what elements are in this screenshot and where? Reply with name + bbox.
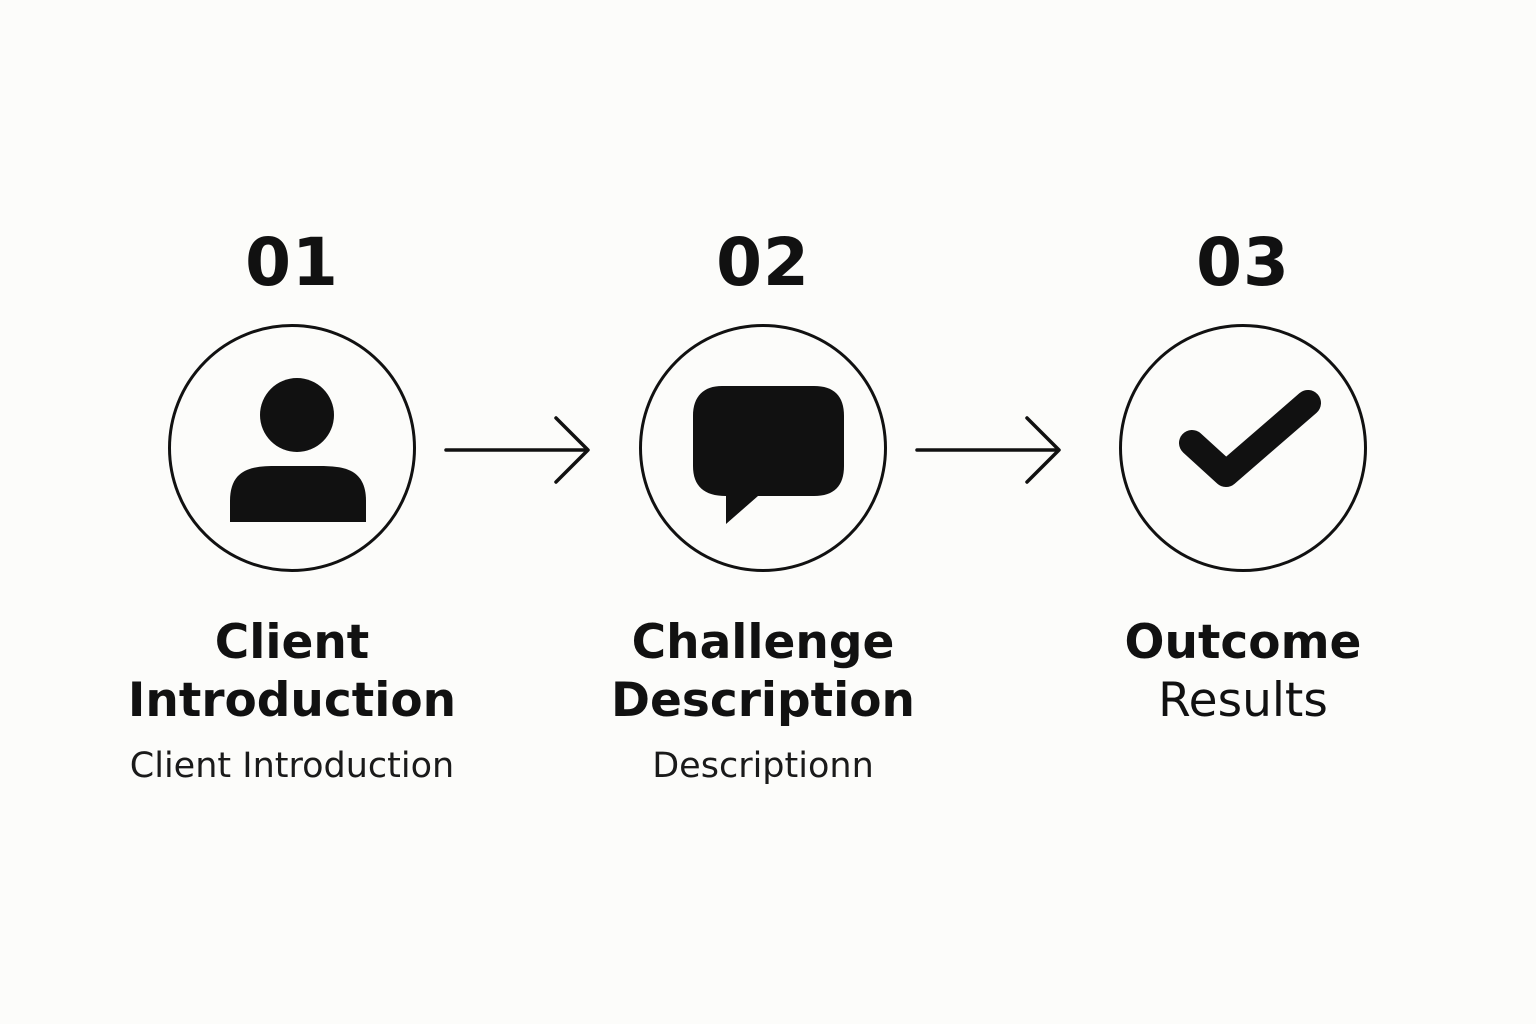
step-icon-circle bbox=[639, 324, 887, 572]
step-outcome: 03 Outcome Results bbox=[1033, 220, 1453, 730]
checkmark-icon bbox=[1179, 390, 1321, 487]
arrow-right-icon bbox=[915, 416, 1061, 484]
step-subtitle: Results bbox=[1158, 673, 1328, 728]
step-title: Client Introduction bbox=[127, 615, 457, 728]
step-challenge-description: 02 Challenge Description Descriptionn bbox=[553, 220, 973, 788]
step-number: 01 bbox=[245, 224, 339, 301]
step-title: Challenge Description bbox=[611, 615, 915, 728]
person-icon bbox=[230, 378, 366, 522]
step-caption: Descriptionn bbox=[652, 746, 874, 786]
step-icon-circle bbox=[1119, 324, 1367, 572]
step-caption: Client Introduction bbox=[129, 746, 455, 786]
speech-bubble-icon bbox=[693, 386, 844, 524]
step-icon-circle bbox=[168, 324, 416, 572]
step-title: Outcome bbox=[1124, 615, 1362, 670]
arrow-right-icon bbox=[444, 416, 590, 484]
step-number: 02 bbox=[716, 224, 810, 301]
step-client-introduction: 01 Client Introduction Client Introducti… bbox=[82, 220, 502, 788]
step-number: 03 bbox=[1196, 224, 1290, 301]
